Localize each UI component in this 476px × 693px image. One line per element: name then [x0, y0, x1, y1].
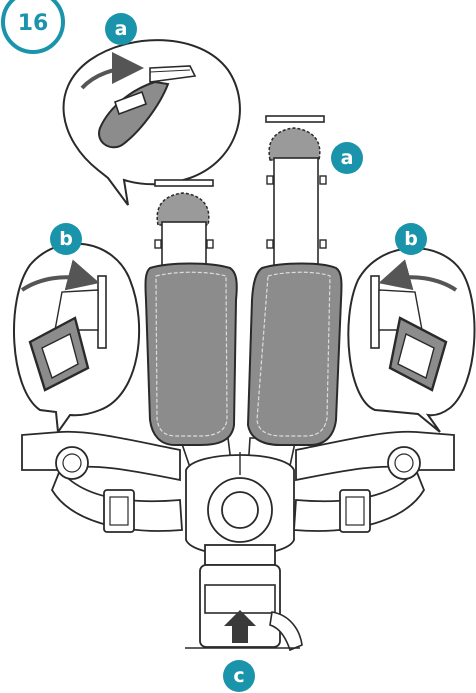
label-a-right: a: [341, 147, 354, 169]
label-a-top: a: [115, 18, 128, 40]
waist-belt: [21, 430, 455, 533]
harness-buckle: [185, 452, 295, 556]
curved-arrow-icon: [80, 52, 144, 90]
left-shoulder-pad: [144, 262, 238, 446]
label-badge-a-top: a: [105, 13, 137, 45]
label-badge-a-right: a: [331, 142, 363, 174]
callout-right: [347, 247, 476, 433]
left-shoulder-strap: [154, 192, 214, 273]
label-badge-b-left: b: [50, 223, 82, 255]
callout-left: [12, 242, 141, 435]
harness-slots: [154, 115, 325, 187]
callout-top: [62, 39, 241, 206]
curved-arrow-icon: [20, 259, 100, 292]
label-b-left: b: [59, 228, 73, 250]
label-badge-c: c: [223, 660, 255, 692]
curved-arrow-icon: [378, 259, 458, 292]
label-b-right: b: [404, 228, 418, 250]
step-number-badge: 16: [1, 0, 65, 54]
arrow-up-icon: [224, 610, 256, 643]
right-shoulder-strap: [266, 127, 327, 274]
step-number: 16: [18, 11, 49, 36]
label-badge-b-right: b: [395, 223, 427, 255]
crotch-strap: [185, 544, 303, 652]
label-c: c: [233, 665, 244, 687]
right-shoulder-pad: [246, 262, 343, 446]
